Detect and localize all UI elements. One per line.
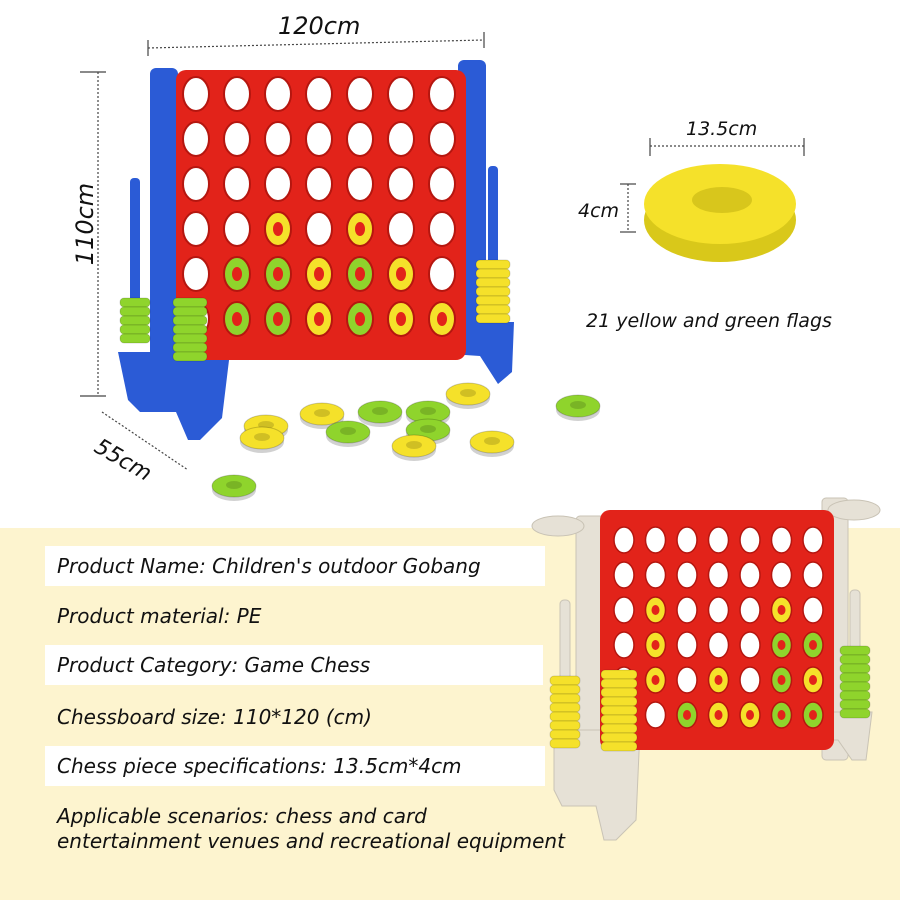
top-game-board	[176, 70, 466, 360]
spec-scenario-line1: Applicable scenarios: chess and card	[57, 804, 427, 828]
piece-thickness-label: 4cm	[578, 200, 620, 222]
spec-board-size: Chessboard size: 110*120 (cm)	[57, 705, 372, 729]
height-dimension-label: 110cm	[71, 182, 99, 266]
spec-scenario-line2: entertainment venues and recreational eq…	[57, 829, 565, 853]
top-game-stacks	[119, 259, 511, 362]
spec-piece-spec: Chess piece specifications: 13.5cm*4cm	[45, 746, 545, 786]
loose-pieces	[211, 382, 601, 501]
dimension-lines	[97, 39, 804, 471]
piece-diameter-label: 13.5cm	[686, 118, 758, 140]
bottom-game-board	[600, 510, 834, 750]
spec-scenario: Applicable scenarios: chess and card ent…	[57, 804, 565, 854]
pieces-caption: 21 yellow and green flags	[586, 310, 832, 332]
sample-piece	[644, 164, 796, 262]
spec-product-name: Product Name: Children's outdoor Gobang	[45, 546, 545, 586]
bottom-game-stacks	[549, 645, 871, 752]
spec-material: Product material: PE	[57, 604, 262, 628]
spec-category: Product Category: Game Chess	[45, 645, 543, 685]
width-dimension-label: 120cm	[278, 12, 361, 40]
